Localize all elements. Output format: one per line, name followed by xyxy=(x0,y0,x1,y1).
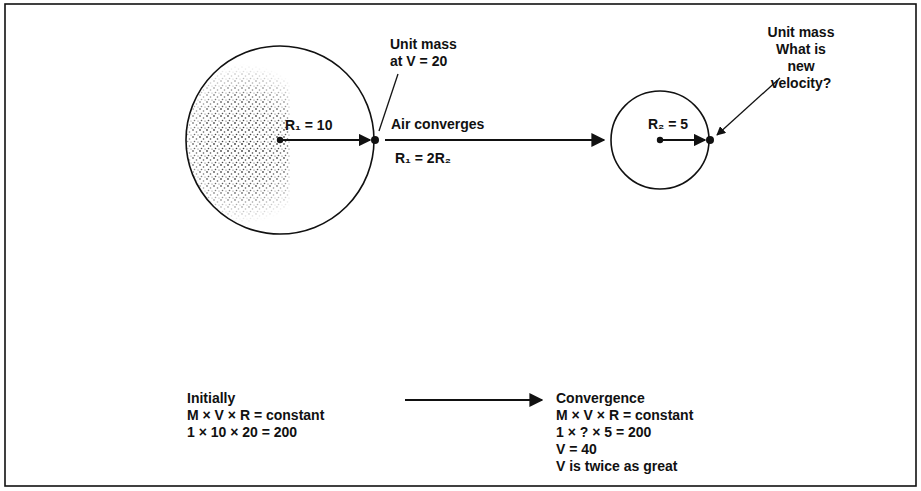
annotation-label: R₁ = 2R₂ xyxy=(395,150,451,167)
radius-label: R₁ = 10 xyxy=(285,117,332,134)
edge-label: Air converges xyxy=(391,116,484,133)
circle-outline xyxy=(185,45,375,235)
circle-outline xyxy=(610,90,710,190)
equation-text: 1 × ? × 5 = 200 xyxy=(556,424,651,441)
annotation-label: Unit mass at V = 20 xyxy=(390,36,470,70)
equation-text: Convergence xyxy=(556,390,645,407)
equation-text: M × V × R = constant xyxy=(187,407,324,424)
air-circle: R₁ = 10 xyxy=(185,45,375,235)
equation-text: V is twice as great xyxy=(556,458,677,475)
leader-arrow xyxy=(717,78,780,135)
convergence-arrow xyxy=(385,139,604,141)
equation-text: M × V × R = constant xyxy=(556,407,693,424)
equation-text: V = 40 xyxy=(556,441,597,458)
radius-label: R₂ = 5 xyxy=(648,116,688,133)
equation-text: 1 × 10 × 20 = 200 xyxy=(187,424,297,441)
outer-frame xyxy=(5,4,916,486)
annotation-label: Unit mass What is new velocity? xyxy=(762,24,840,92)
air-circle: R₂ = 5 xyxy=(610,90,710,190)
equation-text: Initially xyxy=(187,390,235,407)
process-arrow xyxy=(405,399,542,401)
